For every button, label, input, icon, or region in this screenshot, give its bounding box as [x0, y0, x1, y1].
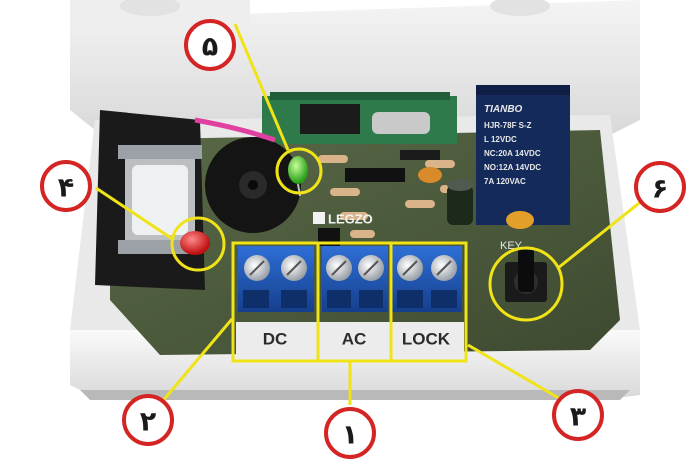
dc-label: DC — [263, 330, 288, 349]
terminal-label-strip — [236, 322, 464, 356]
callout-2: ٢ — [122, 394, 174, 446]
brand-silkscreen: LEGZO — [328, 212, 373, 227]
relay-brand: TIANBO — [484, 104, 523, 115]
pink-wire — [194, 117, 276, 143]
key-highlight — [488, 246, 564, 322]
terminal-block-dc — [238, 246, 314, 312]
relay-spec-line: 7A 120VAC — [484, 177, 526, 186]
green-led-highlight — [275, 147, 323, 195]
leader-lines — [95, 23, 649, 405]
callout-5: ۵ — [184, 19, 236, 71]
silkscreen-mark — [313, 212, 325, 224]
callout-6: ۶ — [634, 161, 686, 213]
red-led — [180, 231, 210, 255]
callout-markers: ۵ ۴ ۶ ٢ ١ ٣ — [40, 19, 686, 459]
terminal-block-lock — [392, 246, 462, 312]
lock-highlight-box — [389, 241, 468, 363]
callout-2-label: ٢ — [140, 407, 157, 438]
terminal-block-ac — [322, 246, 388, 312]
callout-4-label: ۴ — [58, 173, 74, 204]
callout-3-label: ٣ — [570, 402, 587, 433]
buzzer — [205, 137, 301, 233]
relay-spec-line: NC:20A 14VDC — [484, 149, 541, 158]
relay: TIANBO HJR-78F S-Z L 12VDC NC:20A 14VDC … — [476, 85, 570, 229]
callout-3: ٣ — [552, 389, 604, 441]
ac-label: AC — [342, 330, 367, 349]
callout-1-label: ١ — [342, 420, 358, 451]
callout-6-label: ۶ — [652, 174, 668, 205]
callout-5-label: ۵ — [202, 32, 218, 63]
small-components — [318, 150, 470, 246]
rf-module — [262, 92, 457, 144]
callout-1: ١ — [324, 407, 376, 459]
highlight-overlays — [170, 147, 564, 363]
relay-spec-line: L 12VDC — [484, 135, 517, 144]
fuse-holder — [95, 110, 205, 290]
red-led-highlight — [170, 216, 226, 272]
relay-spec-line: NO:12A 14VDC — [484, 163, 541, 172]
capacitor — [447, 179, 473, 225]
lock-label: LOCK — [402, 330, 451, 349]
relay-spec-line: HJR-78F S-Z — [484, 121, 532, 130]
callout-4: ۴ — [40, 160, 92, 212]
